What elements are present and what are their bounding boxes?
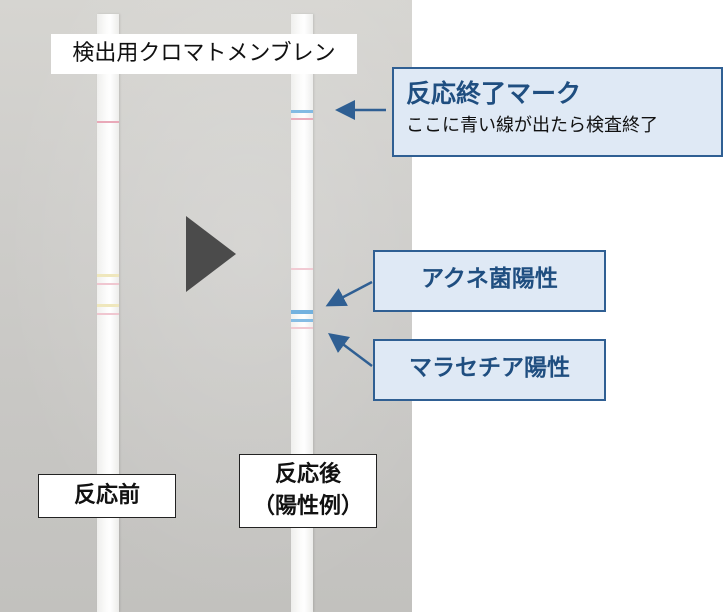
before-reaction-label: 反応前 bbox=[38, 474, 176, 518]
acne-positive-callout: アクネ菌陽性 bbox=[373, 250, 606, 312]
after-label-line2: （陽性例） bbox=[252, 494, 363, 519]
end-mark-callout: 反応終了マーク ここに青い線が出たら検査終了 bbox=[392, 67, 723, 157]
reference-red-line bbox=[291, 327, 313, 329]
reference-red-line bbox=[291, 268, 313, 270]
faint-red-line bbox=[97, 283, 119, 285]
play-arrow-icon bbox=[186, 216, 236, 292]
control-line-red bbox=[97, 121, 119, 123]
figure-title: 検出用クロマトメンブレン bbox=[51, 34, 357, 74]
faint-red-line bbox=[97, 313, 119, 315]
end-mark-title: 反応終了マーク bbox=[406, 79, 582, 108]
acne-positive-blue-line bbox=[291, 310, 313, 314]
end-mark-description: ここに青い線が出たら検査終了 bbox=[406, 115, 658, 136]
faint-yellow-line bbox=[97, 304, 119, 307]
end-mark-blue-line bbox=[291, 110, 313, 113]
control-line-red bbox=[291, 118, 313, 120]
after-label-line1: 反応後 bbox=[274, 462, 341, 487]
faint-yellow-line bbox=[97, 274, 119, 277]
malassezia-positive-blue-line bbox=[291, 319, 313, 322]
test-strip-before bbox=[97, 14, 119, 612]
after-reaction-label: 反応後 （陽性例） bbox=[239, 454, 377, 528]
malassezia-positive-callout: マラセチア陽性 bbox=[373, 339, 606, 401]
